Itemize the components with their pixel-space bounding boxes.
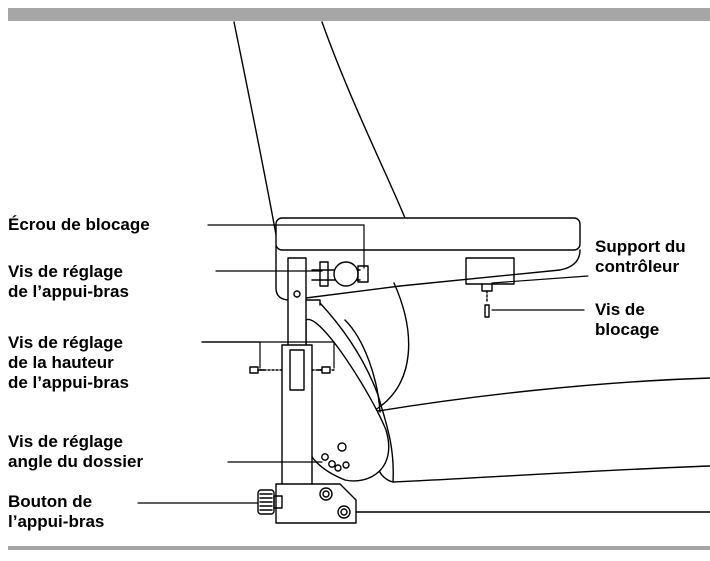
top-rule <box>8 8 710 21</box>
side-frame <box>319 282 410 483</box>
label-lock-screw: Vis de blocage <box>595 300 660 339</box>
armrest-post <box>281 257 313 516</box>
label-lock-nut: Écrou de blocage <box>8 215 150 234</box>
bottom-rule <box>8 546 710 550</box>
backrest-outline <box>233 21 406 241</box>
armrest-knob <box>257 489 283 515</box>
armrest-adjust-mechanism <box>311 261 369 287</box>
controller-bracket <box>465 257 515 318</box>
height-adjust-screws <box>249 366 335 374</box>
leader-lines <box>137 224 589 504</box>
base-clamp <box>275 483 710 524</box>
label-armrest-adjust-screw: Vis de réglage de l’appui-bras <box>8 262 129 301</box>
armrest-pad <box>275 217 581 306</box>
label-armrest-height-screw: Vis de réglage de la hauteur de l’appui-… <box>8 333 129 392</box>
label-armrest-knob: Bouton de l’appui-bras <box>8 492 105 531</box>
angle-bracket-plate <box>305 319 390 482</box>
label-backrest-angle-screw: Vis de réglage angle du dossier <box>8 432 144 471</box>
label-controller-bracket: Support du contrôleur <box>595 237 686 276</box>
seat-cushion-outline <box>371 377 710 483</box>
